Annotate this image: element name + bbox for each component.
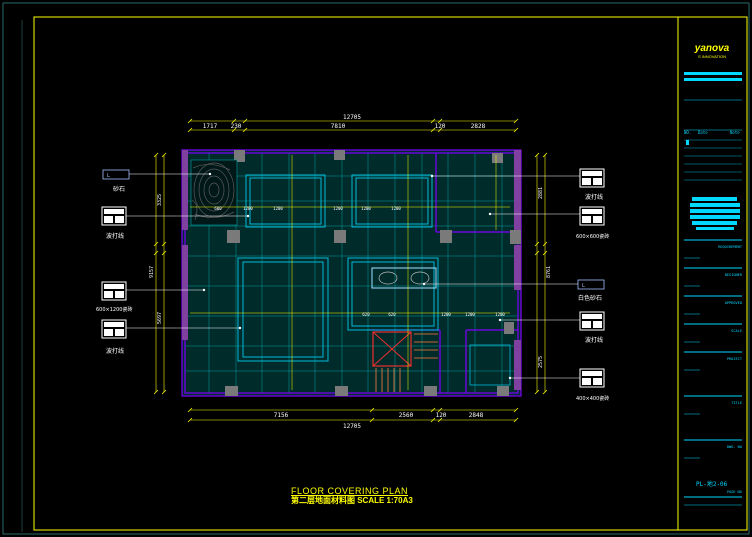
callout-label: 600×1200瓷砖 [96,306,132,313]
title-block-row-label: APPROVED [725,301,742,305]
structural-columns [225,150,521,396]
drawing-number: PL-地2-06 [696,480,728,488]
top-dim-2: 230 [231,123,242,130]
right-dim-3: 2575 [538,356,544,368]
callout-label: 波打线 [585,336,603,344]
interior-dimensions: 600 1200 1200 1200 1200 1200 620 620 1200 1200 120… [190,155,510,390]
top-dim-3: 7810 [331,123,346,130]
room-dim-label: 1200 [361,206,371,211]
bottom-dim-1: 7156 [274,412,289,419]
room-dim-label: 1200 [465,312,475,317]
bottom-dim-4: 2848 [469,412,484,419]
room-dim-label: 1200 [333,206,343,211]
callout-label: 波打线 [106,347,124,355]
legend-swatch-icon [101,319,127,339]
floor-plan: 600 1200 1200 1200 1200 1200 620 620 1200 1200 120… [149,114,552,430]
overall-dim-bottom: 12705 [343,423,361,430]
callout-label: 600×600瓷砖 [576,233,609,240]
callout-border-line-4[interactable]: 波打线 [498,311,605,344]
callout-sand[interactable]: L 砂石 [102,169,212,193]
plan-title-cn: 第二层地面材料图 SCALE 1:70A3 [291,496,413,505]
plan-title-en: FLOOR COVERING PLAN [291,486,409,496]
legend-swatch-icon [101,206,127,226]
title-block-rows: REQUIREMENT DESIGNER APPROVED SCALE PROJECT T… [684,239,743,459]
callout-label: 砂石 [113,185,125,193]
rev-header-no: NO. [684,130,691,135]
legend-swatch-icon [579,168,605,188]
callout-white-sand[interactable]: L 白色砂石 [422,279,605,302]
room-dim-label: 600 [214,206,222,211]
left-dim-1: 3325 [157,194,163,206]
company-logo-sub: S INNOVATION [698,54,726,59]
stair-void [372,331,511,392]
bottom-dim-2: 2560 [399,412,414,419]
wall-bands [182,150,521,390]
legend-swatch-icon [579,206,605,226]
page-no-label: PAGE NO [727,490,742,494]
top-dim-4: 120 [435,123,446,130]
room-dim-label: 1200 [441,312,451,317]
callout-label: 波打线 [585,193,603,201]
callout-border-line-2[interactable]: 波打线 [101,319,242,355]
title-block-row-label: SCALE [731,329,742,333]
callouts-right: 波打线 600×600瓷砖 L 白色砂石 [422,168,609,402]
callout-tile-600x600[interactable]: 600×600瓷砖 [488,206,609,240]
callout-tile-600x1200[interactable]: 600×1200瓷砖 [96,281,206,313]
left-dim-2: 9157 [149,266,155,278]
callout-label: 400×400瓷砖 [576,395,609,402]
company-logo: yanova [694,43,730,54]
callout-label: 波打线 [106,232,124,240]
room-dim-label: 620 [388,312,396,317]
callout-border-line-3[interactable]: 波打线 [430,168,605,201]
svg-text:L: L [582,283,585,289]
legend-swatch-icon [579,311,605,331]
title-block-row-label: DWG. NO [727,445,742,449]
rev-header-note: Note [730,130,740,135]
inlay-borders [237,174,439,362]
room-dim-label: 1200 [273,206,283,211]
title-block-row-label: TITLE [731,401,742,405]
callout-tile-400x400[interactable]: 400×400瓷砖 [508,368,609,402]
room-dim-label: 1200 [243,206,253,211]
svg-text:L: L [107,173,110,179]
bottom-dim-3: 120 [436,412,447,419]
legend-swatch-icon [101,281,127,301]
stone-pattern-area [190,159,238,226]
dimension-ticks [153,118,548,423]
title-block-row-label: DESIGNER [725,273,743,277]
rev-header-date: Date [698,130,708,135]
title-block-row-label: REQUIREMENT [718,245,743,249]
overall-dim-top: 12705 [343,114,361,121]
callout-border-line-1[interactable]: 波打线 [101,206,250,240]
left-dim-3: 5697 [157,312,163,324]
title-block: yanova S INNOVATION NO. Date Note REQUIR… [684,43,743,506]
top-dim-5: 2828 [471,123,486,130]
plan-caption: FLOOR COVERING PLAN 第二层地面材料图 SCALE 1:70A… [291,487,413,505]
dimension-lines [155,120,546,421]
room-dim-label: 620 [362,312,370,317]
title-block-row-label: PROJECT [727,357,743,361]
room-dim-label: 1200 [391,206,401,211]
right-dim-2: 8761 [546,266,552,278]
callout-label: 白色砂石 [578,294,602,302]
white-stone-feature [371,267,437,289]
right-dim-1: 2881 [538,187,544,199]
top-dim-1: 1717 [203,123,218,130]
legend-swatch-icon [579,368,605,388]
callouts-left: L 砂石 波打线 600×1200瓷砖 [96,169,250,355]
room-dim-label: 1200 [495,312,505,317]
